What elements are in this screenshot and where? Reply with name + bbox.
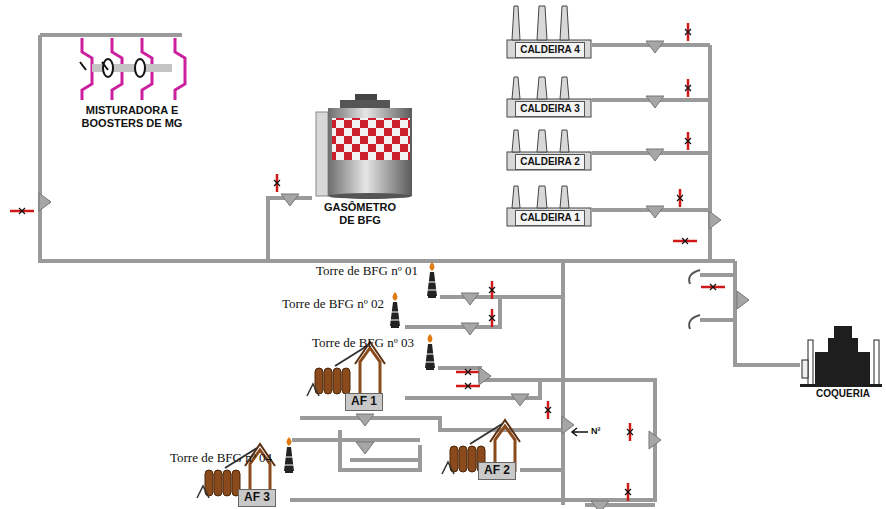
valve-mark: [685, 85, 691, 91]
seal-pot: [646, 206, 664, 218]
seal-pot: [649, 431, 661, 449]
equipment-node: CALDEIRA 2: [515, 154, 585, 170]
equipment-label: CALDEIRA 4: [520, 44, 580, 56]
seal-pot: [356, 442, 374, 454]
equipment-label: Torre de BFG nº 02: [282, 296, 384, 312]
valve-mark: [465, 369, 471, 375]
valve-mark: [465, 383, 471, 389]
equipment-node: CALDEIRA 1: [515, 210, 585, 226]
boiler-stack: [560, 77, 569, 99]
hot-stove: [342, 368, 350, 394]
hot-stove: [333, 368, 341, 394]
seal-pot: [461, 323, 479, 335]
seal-pot: [646, 96, 664, 108]
furnace-shell: [360, 348, 380, 394]
valve-mark: [710, 284, 716, 290]
equipment-label: CALDEIRA 1: [520, 212, 580, 224]
valve-mark: [489, 315, 495, 321]
equipment-node: GASÔMETRO DE BFG: [316, 201, 404, 226]
boiler-stack: [512, 6, 520, 40]
equipment-node: COQUERIA: [814, 388, 872, 400]
equipment-label: Torre de BFG nº 04: [170, 450, 272, 466]
boiler-stack: [537, 186, 547, 208]
equipment-label: Torre de BFG nº 03: [312, 335, 414, 351]
equipment-label: AF 2: [484, 464, 510, 478]
flare-tower: [427, 272, 437, 296]
hot-stove: [468, 446, 476, 472]
flare-flame: [287, 437, 292, 446]
hot-stove: [324, 368, 332, 394]
seal-pot: [646, 41, 664, 53]
equipment-label: Torre de BFG nº 01: [316, 263, 418, 279]
equipment-label: CALDEIRA 2: [520, 156, 580, 168]
boiler-stack: [560, 130, 569, 152]
valve-mark: [19, 208, 25, 214]
equipment-node: AF 2: [478, 462, 516, 480]
equipment-node: Torre de BFG nº 03: [312, 335, 414, 351]
boiler-body: [507, 40, 591, 58]
boiler-stack: [537, 77, 547, 99]
seal-pot: [591, 501, 609, 509]
seal-pot: [39, 193, 51, 211]
equipment-label: AF 1: [351, 395, 377, 409]
valve-mark: [274, 180, 280, 186]
gas-label: N²: [590, 426, 602, 436]
boiler-stack: [512, 186, 520, 208]
valve-mark: [627, 429, 633, 435]
equipment-node: AF 3: [238, 489, 276, 507]
flare-flame: [430, 262, 435, 271]
boiler-body: [507, 152, 591, 170]
seal-pot: [709, 211, 721, 229]
valve-mark: [489, 287, 495, 293]
valve-mark: [682, 238, 688, 244]
hot-stove: [223, 470, 231, 496]
seal-pot: [737, 291, 749, 309]
flare-tower: [425, 344, 435, 368]
equipment-node: AF 1: [345, 393, 383, 411]
skip-incline: [470, 424, 502, 444]
boiler-body: [507, 208, 591, 226]
equipment-node: Torre de BFG nº 02: [282, 296, 384, 312]
boiler-stack: [537, 6, 547, 40]
hot-stove: [214, 470, 222, 496]
flare-flame: [393, 292, 398, 301]
flare-tower: [390, 302, 400, 326]
equipment-node: Torre de BFG nº 04: [170, 450, 272, 466]
seal-pot: [646, 149, 664, 161]
equipment-node: CALDEIRA 4: [515, 42, 585, 58]
seal-pot: [479, 367, 491, 385]
flare-tower: [284, 447, 294, 471]
boiler-stack: [560, 186, 569, 208]
hot-stove: [459, 446, 467, 472]
valve-mark: [677, 195, 683, 201]
seal-pot: [356, 414, 374, 426]
equipment-label: COQUERIA: [816, 388, 870, 400]
valve-mark: [685, 29, 691, 35]
boiler-body: [507, 99, 591, 117]
equipment-label: MISTURADORA E BOOSTERS DE MG: [69, 104, 195, 129]
equipment-node: MISTURADORA E BOOSTERS DE MG: [69, 104, 195, 129]
boiler-stack: [560, 6, 569, 40]
equipment-label: CALDEIRA 3: [520, 103, 580, 115]
equipment-node: Torre de BFG nº 01: [316, 263, 418, 279]
boiler-stack: [512, 130, 520, 152]
valve-mark: [545, 407, 551, 413]
seal-pot: [461, 293, 479, 305]
boiler-stack: [512, 77, 520, 99]
boiler-stack: [537, 130, 547, 152]
equipment-label: GASÔMETRO DE BFG: [316, 201, 404, 226]
equipment-label: AF 3: [244, 491, 270, 505]
equipment-node: CALDEIRA 3: [515, 101, 585, 117]
seal-pot: [511, 394, 529, 406]
seal-pot: [281, 194, 299, 206]
valve-mark: [685, 138, 691, 144]
valve-mark: [625, 489, 631, 495]
flare-flame: [428, 334, 433, 343]
